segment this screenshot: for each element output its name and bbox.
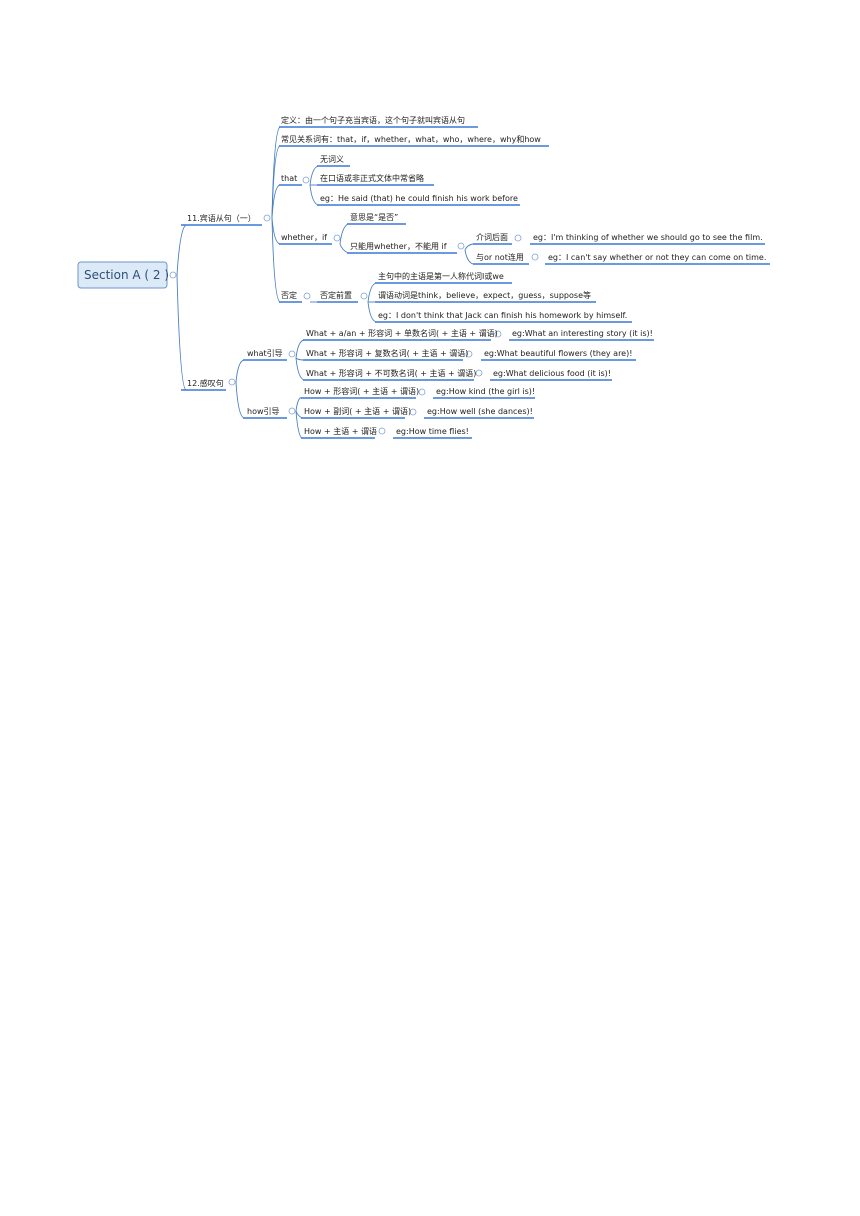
negation-node[interactable]: 否定 (281, 290, 297, 300)
whether-only[interactable]: 只能用whether，不能用 if (350, 241, 447, 251)
whether-node[interactable]: whether，if (281, 233, 327, 242)
negation-child-1[interactable]: 主句中的主语是第一人称代词I或we (378, 271, 504, 281)
what-example-2[interactable]: eg:What beautiful flowers (they are)! (484, 349, 632, 358)
root-node-label: Section A ( 2 ) (84, 268, 169, 282)
negation-child-3[interactable]: eg：I don't think that Jack can finish hi… (378, 311, 627, 320)
definition-node[interactable]: 定义：由一个句子充当宾语，这个句子就叫宾语从句 (281, 115, 465, 125)
what-example-1[interactable]: eg:What an interesting story (it is)! (512, 329, 653, 338)
negation-child-2[interactable]: 谓语动词是think，believe，expect，guess，suppose等 (378, 290, 591, 300)
how-pattern-3[interactable]: How + 主语 + 谓语 (304, 426, 377, 436)
root-node-box[interactable] (77, 261, 168, 289)
whether-prep[interactable]: 介词后面 (476, 232, 508, 242)
whether-prep-example[interactable]: eg：I'm thinking of whether we should go … (533, 233, 763, 242)
whether-ornot-example[interactable]: eg：I can't say whether or not they can c… (548, 253, 766, 262)
how-example-1[interactable]: eg:How kind (the girl is)! (436, 387, 535, 396)
that-child-3[interactable]: eg：He said (that) he could finish his wo… (320, 194, 518, 203)
underlines (181, 126, 770, 439)
that-child-2[interactable]: 在口语或非正式文体中常省略 (320, 173, 424, 183)
what-node[interactable]: what引导 (247, 349, 283, 358)
relatives-node[interactable]: 常见关系词有：that，if，whether，what，who，where，wh… (281, 134, 541, 144)
how-node[interactable]: how引导 (247, 407, 280, 416)
branch-12-label[interactable]: 12.感叹句 (187, 378, 224, 388)
collapse-markers[interactable] (169, 176, 539, 435)
how-pattern-2[interactable]: How + 副词( + 主语 + 谓语) (304, 406, 411, 416)
that-node[interactable]: that (281, 174, 297, 183)
that-child-1[interactable]: 无词义 (320, 155, 344, 164)
whether-ornot[interactable]: 与or not连用 (476, 252, 524, 262)
what-pattern-1[interactable]: What + a/an + 形容词 + 单数名词( + 主语 + 谓语) (306, 328, 498, 338)
how-example-2[interactable]: eg:How well (she dances)! (427, 407, 533, 416)
what-example-3[interactable]: eg:What delicious food (it is)! (493, 369, 611, 378)
how-example-3[interactable]: eg:How time flies! (396, 427, 469, 436)
negation-front-node[interactable]: 否定前置 (320, 290, 352, 300)
what-pattern-3[interactable]: What + 形容词 + 不可数名词( + 主语 + 谓语) (306, 368, 476, 378)
what-pattern-2[interactable]: What + 形容词 + 复数名词( + 主语 + 谓语) (306, 348, 468, 358)
branch-11-label[interactable]: 11.宾语从句（一） (187, 213, 256, 223)
whether-meaning[interactable]: 意思是“是否” (350, 212, 398, 222)
how-pattern-1[interactable]: How + 形容词( + 主语 + 谓语) (304, 386, 419, 396)
